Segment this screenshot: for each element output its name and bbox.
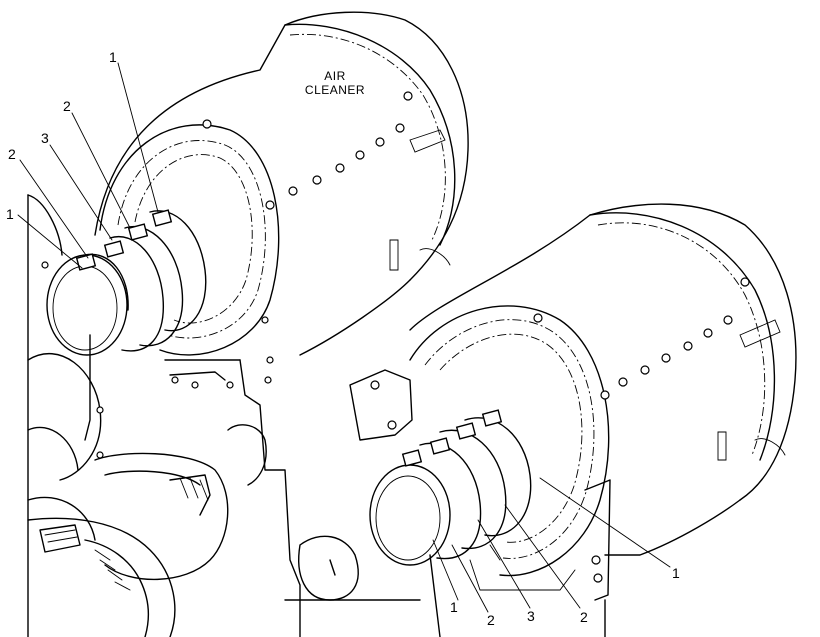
callout-upper-hose-front: 2 — [8, 146, 16, 162]
callout-lower-hose-front: 2 — [487, 612, 495, 628]
callout-upper-clamp-front: 1 — [6, 206, 14, 222]
lower-air-cleaner — [349, 203, 797, 601]
callout-lower-clamp-front: 1 — [450, 599, 458, 615]
callout-lower-hose-rear: 2 — [580, 609, 588, 625]
upper-outlet-tube — [46, 209, 207, 356]
upper-air-cleaner — [94, 11, 469, 356]
callout-upper-tube: 3 — [41, 130, 49, 146]
leader-lines — [17, 62, 671, 613]
callout-upper-clamp-rear: 1 — [109, 49, 117, 65]
callout-lower-tube: 3 — [527, 608, 535, 624]
callout-upper-hose-rear: 2 — [63, 98, 71, 114]
lower-outlet-tube — [369, 409, 532, 566]
engine-frame — [27, 194, 606, 637]
callout-lower-clamp-rear: 1 — [672, 565, 680, 581]
title-line-air: AIR — [324, 69, 346, 83]
title-line-cleaner: CLEANER — [305, 83, 365, 97]
